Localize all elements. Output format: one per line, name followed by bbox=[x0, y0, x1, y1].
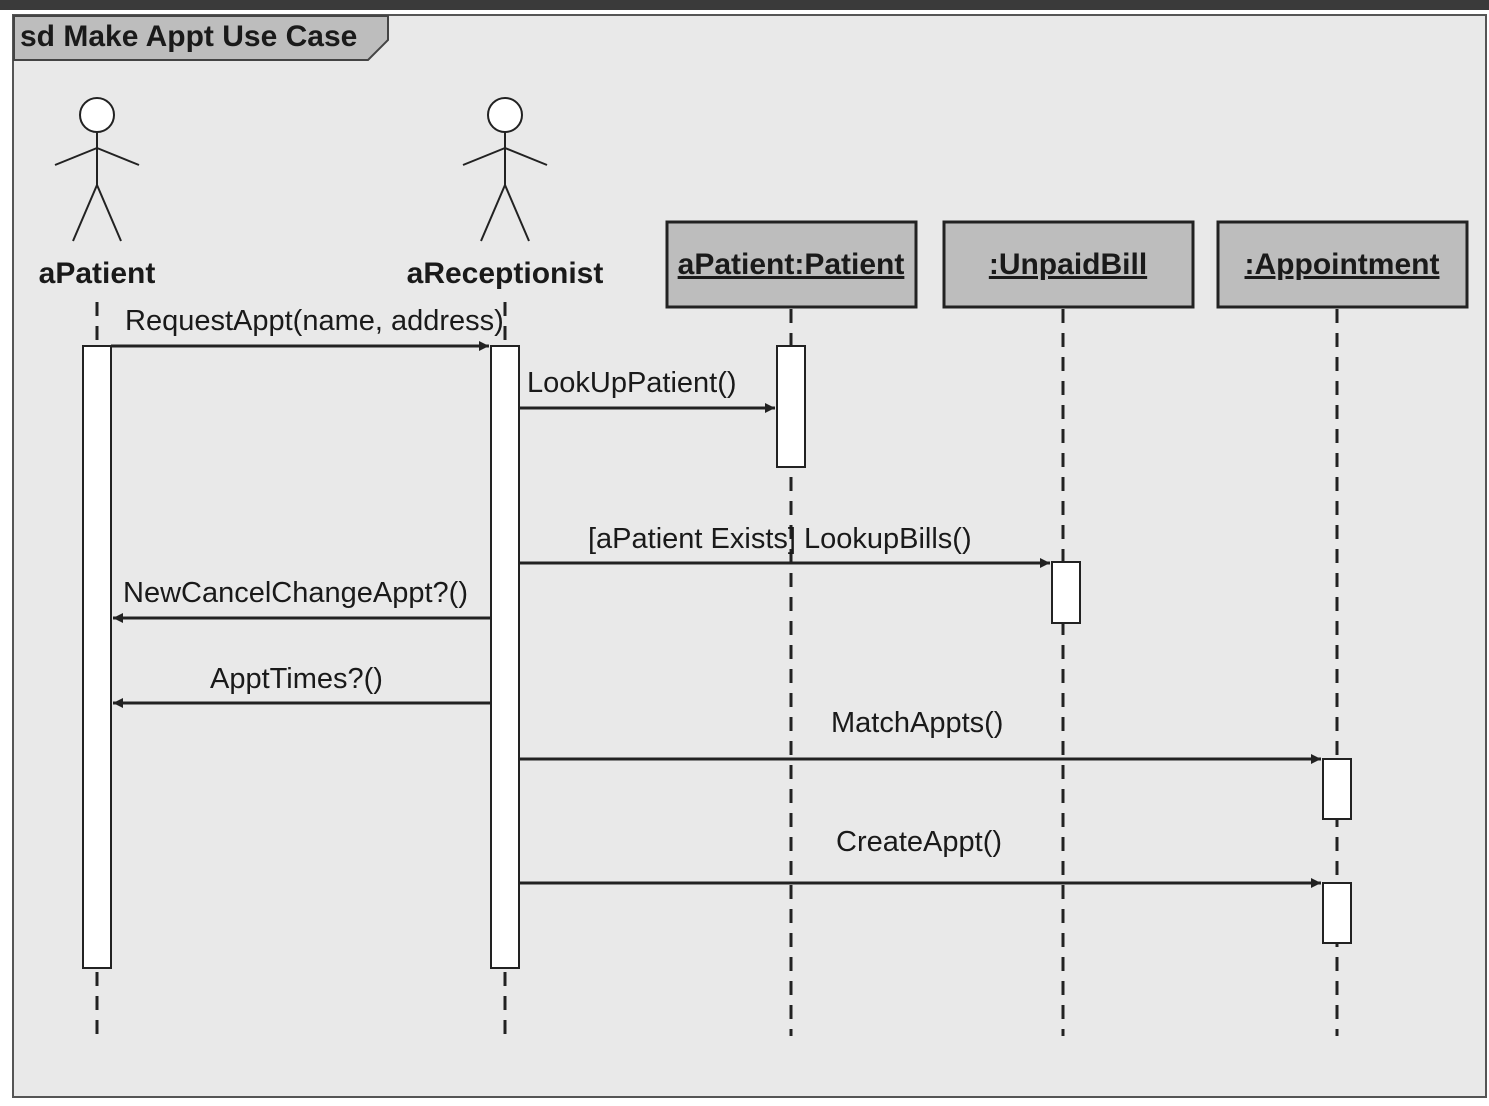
stick-figure-icon bbox=[462, 97, 548, 242]
message-label-lookup-patient: LookUpPatient() bbox=[527, 367, 737, 399]
stick-figure-icon bbox=[54, 97, 140, 242]
activation-bar-apatient bbox=[82, 345, 112, 969]
object-label: aPatient:Patient bbox=[678, 248, 905, 281]
object-label: :UnpaidBill bbox=[989, 248, 1147, 281]
object-appointment: :Appointment bbox=[1216, 220, 1469, 309]
actor-label: aPatient bbox=[39, 257, 156, 290]
object-unpaidbill: :UnpaidBill bbox=[942, 220, 1195, 309]
message-label-match-appts: MatchAppts() bbox=[831, 707, 1003, 739]
activation-bar-patient bbox=[776, 345, 806, 468]
message-label-new-cancel-change: NewCancelChangeAppt?() bbox=[123, 577, 468, 609]
activation-bar-create bbox=[1322, 882, 1352, 944]
activation-bar-match bbox=[1322, 758, 1352, 820]
actor-label: aReceptionist bbox=[407, 257, 604, 290]
activation-bar-unpaidbill bbox=[1051, 561, 1081, 624]
diagram-frame bbox=[12, 14, 1487, 1098]
object-label: :Appointment bbox=[1245, 248, 1440, 281]
frame-title: sd Make Appt Use Case bbox=[20, 20, 357, 53]
top-bar bbox=[0, 0, 1489, 10]
activation-bar-areceptionist bbox=[490, 345, 520, 969]
object-patient: aPatient:Patient bbox=[665, 220, 918, 309]
actor-areceptionist: aReceptionist bbox=[407, 97, 604, 290]
message-label-lookup-bills: [aPatient Exists] LookupBills() bbox=[588, 523, 972, 555]
actor-apatient: aPatient bbox=[39, 97, 156, 290]
message-label-create-appt: CreateAppt() bbox=[836, 826, 1002, 858]
message-label-appt-times: ApptTimes?() bbox=[210, 663, 383, 695]
frame-title-tab: sd Make Appt Use Case bbox=[13, 15, 389, 61]
message-label-request-appt: RequestAppt(name, address) bbox=[125, 305, 504, 337]
